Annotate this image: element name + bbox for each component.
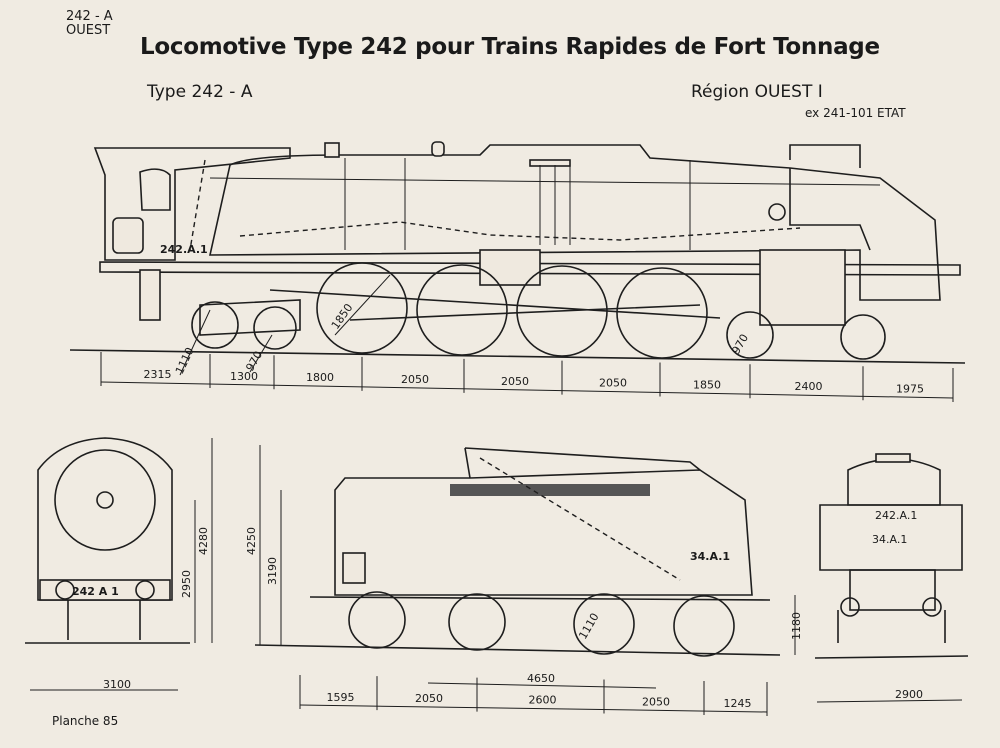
driving-wheel <box>416 264 508 356</box>
boiler <box>209 144 941 301</box>
smokestack <box>789 144 861 168</box>
dimension-label: 2050 <box>401 373 429 386</box>
tender-body <box>334 469 753 596</box>
tender-number-plate: 34.A.1 <box>690 550 730 563</box>
tender-height-buffer: 1180 <box>790 612 803 640</box>
dimension-label: 2050 <box>642 696 670 709</box>
type-label: Type 242 - A <box>147 82 253 102</box>
code-line-2: OUEST <box>66 23 111 38</box>
connecting-rod <box>269 289 721 321</box>
cab-window <box>139 168 171 211</box>
front-width: 3100 <box>103 678 131 691</box>
dimension-label: 2050 <box>599 377 627 390</box>
number-plate: 242.A.1 <box>160 243 208 256</box>
tender-side-view: 34.A.1 1110 4250 3190 1180 4650 1595 2050… <box>245 445 803 716</box>
side-dimensions: 2315 1300 1800 2050 2050 2050 1850 2400 1975 <box>100 352 954 402</box>
dimension-label: 1850 <box>693 378 721 391</box>
planche-label: Planche 85 <box>52 714 119 728</box>
driving-wheel <box>616 267 708 359</box>
coal-rail <box>450 484 650 496</box>
dimension-label: 2400 <box>795 380 823 393</box>
dimension-label: 2600 <box>529 694 557 707</box>
dimension-label: 1245 <box>724 697 752 710</box>
front-height-boiler: 2950 <box>180 570 193 598</box>
front-height-total: 4280 <box>197 527 210 555</box>
tender-plate <box>342 552 366 584</box>
dome <box>431 141 445 157</box>
running-board <box>99 261 961 276</box>
tender-rear-width: 2900 <box>895 688 923 701</box>
headlamp <box>768 203 786 221</box>
trailing-wheel1-diameter-label: 1110 <box>173 345 197 376</box>
front-view: 242 A 1 4280 2950 3100 <box>25 437 213 691</box>
bogie-wheel <box>840 314 886 360</box>
cab <box>93 147 291 261</box>
page-title: Locomotive Type 242 pour Trains Rapides … <box>140 34 880 60</box>
ex-label: ex 241-101 ETAT <box>805 106 906 120</box>
dimension-label: 2315 <box>144 368 172 381</box>
drawing-code: 242 - A OUEST <box>66 10 113 38</box>
rear-plate-top: 242.A.1 <box>875 509 917 522</box>
smokebox-door <box>54 449 156 551</box>
wheels <box>191 262 886 360</box>
bogie-wheel <box>726 311 774 359</box>
trailing-wheel <box>191 301 239 349</box>
bogie-wheel-diameter-label: 970 <box>729 332 751 357</box>
tender-height-total: 4250 <box>245 527 258 555</box>
tender-wheel-diameter: 1110 <box>576 611 601 642</box>
dimension-label: 1975 <box>896 382 924 395</box>
dimension-label: 1800 <box>306 371 334 384</box>
feedwater-pump <box>479 249 541 286</box>
dimension-label: 1300 <box>230 370 258 383</box>
cab-box <box>112 217 144 254</box>
tender-height-body: 3190 <box>266 557 279 585</box>
rear-plate-main: 34.A.1 <box>872 533 907 546</box>
code-line-1: 242 - A <box>66 9 113 24</box>
tender-rear-body <box>819 504 963 571</box>
dimension-label: 1595 <box>327 691 355 704</box>
whistle <box>324 142 340 158</box>
region-label: Région OUEST I <box>691 82 823 102</box>
dimension-label: 2050 <box>415 692 443 705</box>
driving-wheel <box>316 262 408 354</box>
trailing-wheel <box>253 306 297 350</box>
dimension-label: 2050 <box>501 375 529 388</box>
tender-rear-view: 242.A.1 34.A.1 2900 <box>814 453 969 703</box>
rail-line <box>69 349 966 364</box>
cylinder <box>759 249 846 326</box>
front-number-plate: 242 A 1 <box>72 585 119 598</box>
tender-wheelbase: 4650 <box>527 672 555 685</box>
front-outline <box>37 437 173 601</box>
